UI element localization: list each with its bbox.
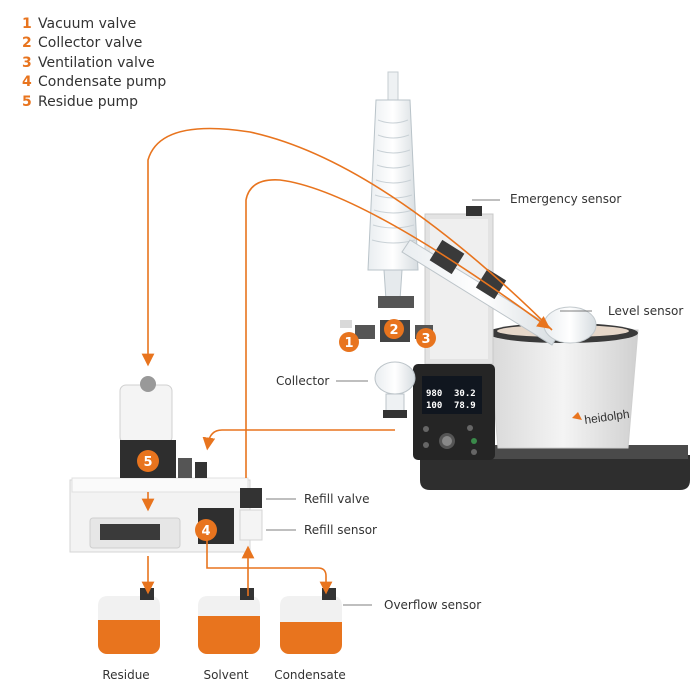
flow-collector-to-condensate-pump: [202, 429, 395, 451]
control-unit: [413, 364, 495, 460]
display-value-3: 100: [426, 401, 442, 411]
svg-text:4: 4: [201, 524, 210, 539]
collector-vessel: [374, 361, 416, 418]
marker-5: 5: [137, 450, 159, 472]
legend-number: 4: [22, 74, 32, 91]
container-solvent: [198, 588, 260, 654]
legend-item-condensate-pump: 4 Condensate pump: [22, 73, 166, 93]
residue-pump-head: [119, 384, 173, 444]
marker-3: 3: [416, 328, 436, 348]
svg-text:1: 1: [344, 336, 353, 351]
svg-text:3: 3: [421, 332, 430, 347]
legend-label: Ventilation valve: [38, 54, 155, 71]
legend-label: Condensate pump: [38, 74, 167, 91]
emergency-sensor-device: [466, 206, 482, 216]
legend-number: 3: [22, 54, 32, 71]
marker-4: 4: [195, 519, 217, 541]
marker-2: 2: [384, 319, 404, 339]
callout-leaders: [266, 199, 592, 606]
label-emergency-sensor: Emergency sensor: [510, 192, 622, 206]
legend-label: Residue pump: [38, 93, 139, 110]
flow-lines: [141, 127, 553, 596]
brand-text: heidolph: [583, 407, 630, 427]
evaporation-flask: [543, 306, 597, 344]
control-display: [422, 376, 482, 414]
svg-text:5: 5: [143, 455, 152, 470]
legend-item-collector-valve: 2 Collector valve: [22, 34, 166, 54]
container-residue: [98, 588, 160, 654]
condenser-glass: [367, 71, 419, 308]
legend-number: 5: [22, 93, 32, 110]
refill-valve-device: [240, 488, 262, 508]
rotating-arm: [401, 239, 597, 346]
refill-sensor-device: [239, 509, 263, 541]
svg-text:2: 2: [389, 323, 398, 338]
legend: 1 Vacuum valve 2 Collector valve 3 Venti…: [22, 14, 166, 112]
brand-logo-icon: [572, 412, 582, 420]
pump-station: [69, 376, 263, 553]
flow-solvent-to-flask: [245, 179, 551, 478]
container-condensate: [280, 588, 342, 654]
label-refill-valve: Refill valve: [304, 492, 370, 506]
label-collector: Collector: [276, 374, 330, 388]
legend-label: Vacuum valve: [38, 15, 137, 32]
label-overflow-sensor: Overflow sensor: [384, 598, 482, 612]
legend-item-vacuum-valve: 1 Vacuum valve: [22, 14, 166, 34]
label-residue: Residue: [102, 668, 150, 682]
control-display-values: 980 30.2 100 78.9: [426, 389, 476, 411]
marker-1: 1: [339, 332, 359, 352]
legend-label: Collector valve: [38, 35, 143, 52]
flow-condensate-pump-to-condensate: [206, 540, 333, 595]
legend-item-residue-pump: 5 Residue pump: [22, 92, 166, 112]
display-value-1: 980: [426, 389, 442, 399]
legend-item-ventilation-valve: 3 Ventilation valve: [22, 53, 166, 73]
display-value-2: 30.2: [454, 389, 476, 399]
label-condensate: Condensate: [274, 668, 346, 682]
display-value-4: 78.9: [454, 401, 476, 411]
label-level-sensor: Level sensor: [608, 304, 684, 318]
label-refill-sensor: Refill sensor: [304, 523, 377, 537]
legend-number: 2: [22, 35, 32, 52]
label-solvent: Solvent: [203, 668, 249, 682]
legend-number: 1: [22, 15, 32, 32]
flow-flask-to-residue-pump: [141, 127, 553, 367]
